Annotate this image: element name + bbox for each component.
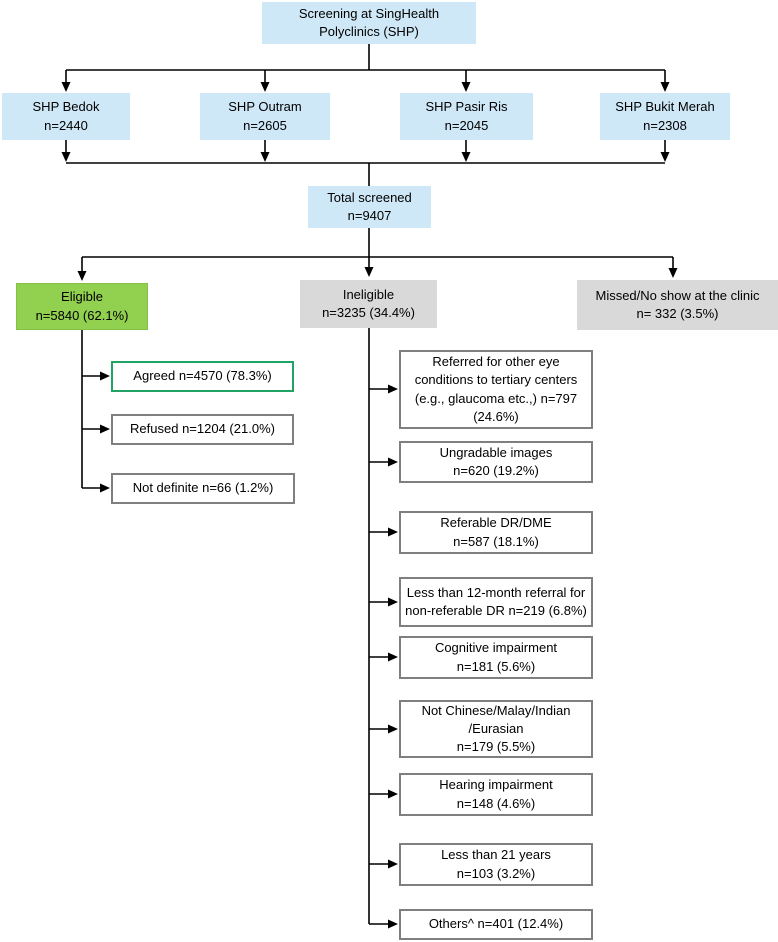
node-shp-bukit-merah: SHP Bukit Merah n=2308: [600, 93, 730, 140]
node-screening-shp: Screening at SingHealth Polyclinics (SHP…: [262, 2, 476, 44]
node-reason-ungradable-images: Ungradable images n=620 (19.2%): [399, 441, 593, 483]
node-reason-others: Others^ n=401 (12.4%): [399, 909, 593, 940]
node-eligible: Eligible n=5840 (62.1%): [16, 283, 148, 330]
node-shp-outram: SHP Outram n=2605: [200, 93, 330, 140]
node-ineligible: Ineligible n=3235 (34.4%): [300, 280, 437, 328]
node-reason-12-month-referral: Less than 12-month referral for non-refe…: [399, 577, 593, 627]
node-missed-no-show: Missed/No show at the clinic n= 332 (3.5…: [577, 280, 778, 330]
node-shp-bedok: SHP Bedok n=2440: [2, 93, 130, 140]
node-total-screened: Total screened n=9407: [308, 186, 431, 228]
connector-lines: [65, 44, 674, 925]
arrowheads: [61, 82, 678, 929]
node-reason-hearing-impairment: Hearing impairment n=148 (4.6%): [399, 773, 593, 816]
node-agreed: Agreed n=4570 (78.3%): [111, 361, 294, 392]
node-reason-cognitive-impairment: Cognitive impairment n=181 (5.6%): [399, 636, 593, 679]
node-reason-ethnicity: Not Chinese/Malay/Indian /Eurasian n=179…: [399, 700, 593, 758]
node-reason-referable-dr-dme: Referable DR/DME n=587 (18.1%): [399, 511, 593, 554]
node-shp-pasir-ris: SHP Pasir Ris n=2045: [400, 93, 533, 140]
node-reason-referred-other-eye: Referred for other eye conditions to ter…: [399, 350, 593, 429]
node-refused: Refused n=1204 (21.0%): [111, 414, 294, 445]
node-reason-less-than-21-years: Less than 21 years n=103 (3.2%): [399, 843, 593, 886]
node-not-definite: Not definite n=66 (1.2%): [111, 473, 295, 504]
